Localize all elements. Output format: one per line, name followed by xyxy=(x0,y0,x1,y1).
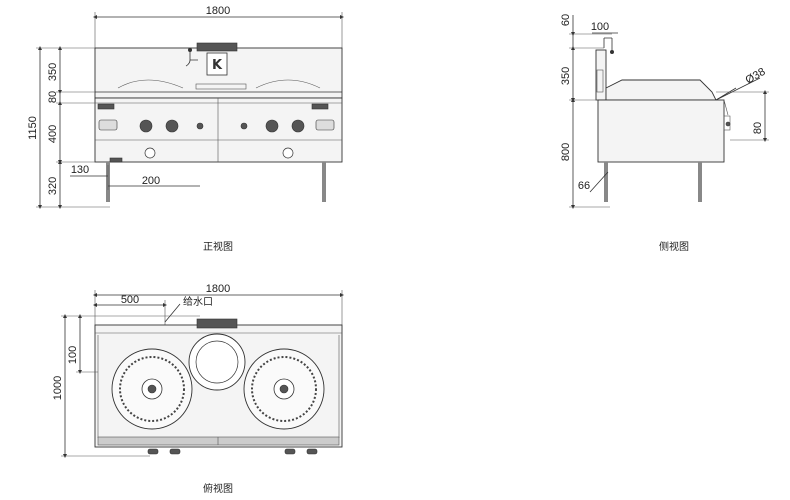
top-burner-right-ring xyxy=(251,356,317,422)
top-soup-pot-inner xyxy=(195,340,239,384)
logo-icon: K xyxy=(212,58,223,73)
top-view-caption: 俯视图 xyxy=(203,482,233,495)
indicator-icon xyxy=(196,122,204,130)
front-body xyxy=(94,97,343,163)
side-knob-icon xyxy=(725,121,731,127)
top-exhaust-hood xyxy=(196,318,238,329)
gauge-icon xyxy=(282,147,294,159)
front-exhaust-hood xyxy=(196,42,238,52)
front-body-height-label: 400 xyxy=(47,125,59,143)
front-leg-offset-label: 130 xyxy=(71,164,89,176)
top-burner-left-center xyxy=(147,384,157,394)
knob-icon[interactable] xyxy=(169,448,181,455)
front-total-height-label: 1150 xyxy=(27,116,39,140)
side-body-label: 800 xyxy=(560,143,572,161)
side-backsplash xyxy=(595,49,607,101)
tap-icon xyxy=(603,37,613,50)
top-front-grating xyxy=(97,436,340,446)
front-tap-handle xyxy=(188,48,192,52)
knob-icon[interactable] xyxy=(306,448,318,455)
top-water-inlet-label: 给水口 xyxy=(183,295,213,308)
front-nameplate-left xyxy=(98,119,118,131)
side-leg-front xyxy=(698,162,702,202)
front-wok-left xyxy=(117,79,184,89)
knob-icon[interactable] xyxy=(139,119,153,133)
side-tap-depth-label: 100 xyxy=(591,21,609,33)
side-pipe xyxy=(596,69,604,93)
side-leg-offset-label: 66 xyxy=(578,180,590,192)
knob-icon[interactable] xyxy=(284,448,296,455)
top-inlet-leader xyxy=(164,303,181,323)
top-depth-label: 1000 xyxy=(52,376,64,400)
side-top-label: 60 xyxy=(560,14,572,26)
side-view-caption: 侧视图 xyxy=(659,240,689,253)
knob-icon[interactable] xyxy=(265,119,279,133)
front-width-label: 1800 xyxy=(206,5,230,17)
knob-icon[interactable] xyxy=(147,448,159,455)
front-badge-left xyxy=(97,103,115,110)
top-inlet-offset-label: 500 xyxy=(121,294,139,306)
side-top-profile xyxy=(605,79,717,101)
top-view: 1800 500 给水口 xyxy=(52,283,344,495)
front-logo-plate xyxy=(206,52,228,76)
top-burner-right-center xyxy=(279,384,289,394)
gauge-icon xyxy=(144,147,156,159)
top-burner-left-ring xyxy=(119,356,185,422)
knob-icon[interactable] xyxy=(165,119,179,133)
front-view: 1800 K xyxy=(27,5,344,253)
indicator-icon xyxy=(240,122,248,130)
front-drain-left xyxy=(109,157,123,163)
front-top-height-label: 80 xyxy=(47,91,59,103)
front-badge-right xyxy=(311,103,329,110)
front-leg-span-label: 200 xyxy=(142,175,160,187)
knob-icon[interactable] xyxy=(291,119,305,133)
side-pipe-diameter-label: Ø38 xyxy=(744,66,768,87)
front-nameplate-right xyxy=(315,119,335,131)
front-backsplash-height-label: 350 xyxy=(47,63,59,81)
front-view-caption: 正视图 xyxy=(203,240,233,253)
front-water-tap-icon xyxy=(185,52,198,67)
side-pipe-leader xyxy=(715,77,761,101)
front-wok-right xyxy=(255,79,321,89)
front-soup-pot xyxy=(195,83,247,90)
side-front-rim xyxy=(723,99,729,116)
side-rim-label: 80 xyxy=(752,122,764,134)
side-body xyxy=(597,99,725,163)
top-width-label: 1800 xyxy=(206,283,230,295)
side-leg-offset-leader xyxy=(589,171,609,193)
top-backsplash-depth-label: 100 xyxy=(67,346,79,364)
side-leg-back xyxy=(604,162,608,202)
front-leg-right xyxy=(322,162,326,202)
side-view: 60 350 800 100 Ø38 80 66 侧视图 xyxy=(560,14,769,253)
front-leg-height-label: 320 xyxy=(47,177,59,195)
side-tap-nozzle xyxy=(610,50,614,54)
side-backsplash-label: 350 xyxy=(560,67,572,85)
